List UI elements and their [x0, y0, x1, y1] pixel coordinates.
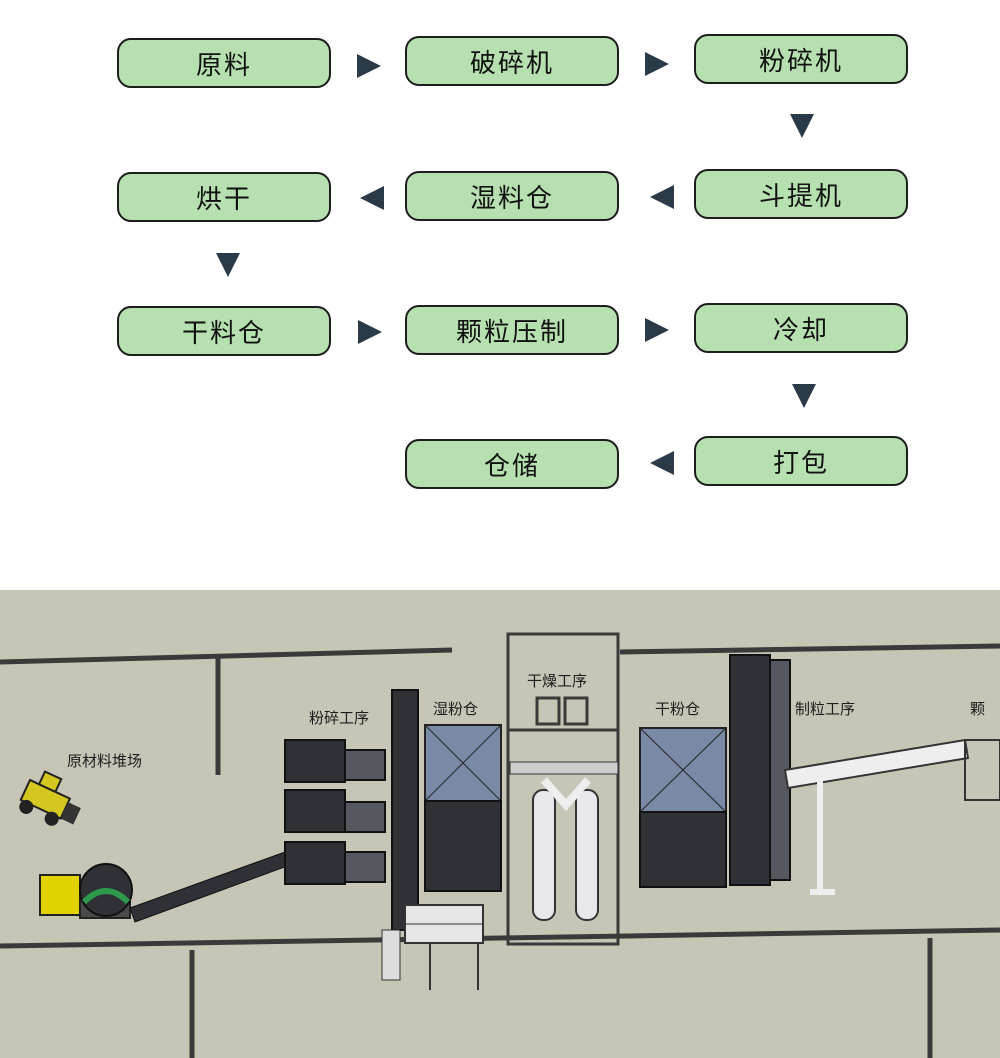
step-pulverizer: 粉碎机 — [694, 34, 908, 84]
arrow-right-icon — [645, 318, 669, 342]
dryer-columns — [532, 777, 599, 921]
dryer-duct — [509, 761, 619, 775]
step-drying: 烘干 — [117, 172, 331, 222]
pellet-mills — [729, 654, 791, 886]
arrow-down-icon — [792, 384, 816, 408]
label-raw-yard: 原材料堆场 — [67, 752, 143, 770]
packing-frame — [964, 739, 1000, 801]
output-conveyor — [783, 738, 970, 790]
label-cut-off: 颗 — [970, 700, 986, 718]
label-drying-process: 干燥工序 — [527, 672, 588, 690]
arrow-right-icon — [645, 52, 669, 76]
label-wet-powder-silo: 湿粉仓 — [433, 700, 479, 718]
drying-building — [506, 632, 620, 946]
arrow-left-icon — [650, 451, 674, 475]
bucket-elevator — [391, 689, 419, 931]
loader-icon — [19, 770, 81, 826]
step-packing: 打包 — [694, 436, 908, 486]
step-dry-silo: 干料仓 — [117, 306, 331, 356]
arrow-left-icon — [650, 185, 674, 209]
arrow-down-icon — [216, 253, 240, 277]
crusher-feeder — [39, 863, 133, 919]
step-pellet-press: 颗粒压制 — [405, 305, 619, 355]
dry-powder-silo — [639, 727, 727, 888]
step-bucket-elevator: 斗提机 — [694, 169, 908, 219]
step-wet-silo: 湿料仓 — [405, 171, 619, 221]
wet-powder-silo — [424, 724, 502, 892]
arrow-left-icon — [360, 186, 384, 210]
label-crushing: 粉碎工序 — [309, 709, 370, 727]
arrow-down-icon — [790, 114, 814, 138]
plant-layout-drawing — [0, 632, 1000, 1058]
step-raw-material: 原料 — [117, 38, 331, 88]
site-walls — [0, 643, 1000, 1058]
incline-conveyor — [129, 851, 291, 923]
arrow-right-icon — [358, 320, 382, 344]
arrow-right-icon — [357, 54, 381, 78]
crushing-machines — [284, 739, 386, 885]
step-storage: 仓储 — [405, 439, 619, 489]
step-cooling: 冷却 — [694, 303, 908, 353]
label-pelletizing: 制粒工序 — [795, 700, 856, 718]
step-crusher: 破碎机 — [405, 36, 619, 86]
plant-layout-illustration: 原材料堆场 粉碎工序 湿粉仓 干燥工序 干粉仓 制粒工序 颗 — [0, 590, 1000, 1058]
cyclone-collector — [381, 904, 484, 990]
label-dry-powder-silo: 干粉仓 — [655, 700, 701, 718]
